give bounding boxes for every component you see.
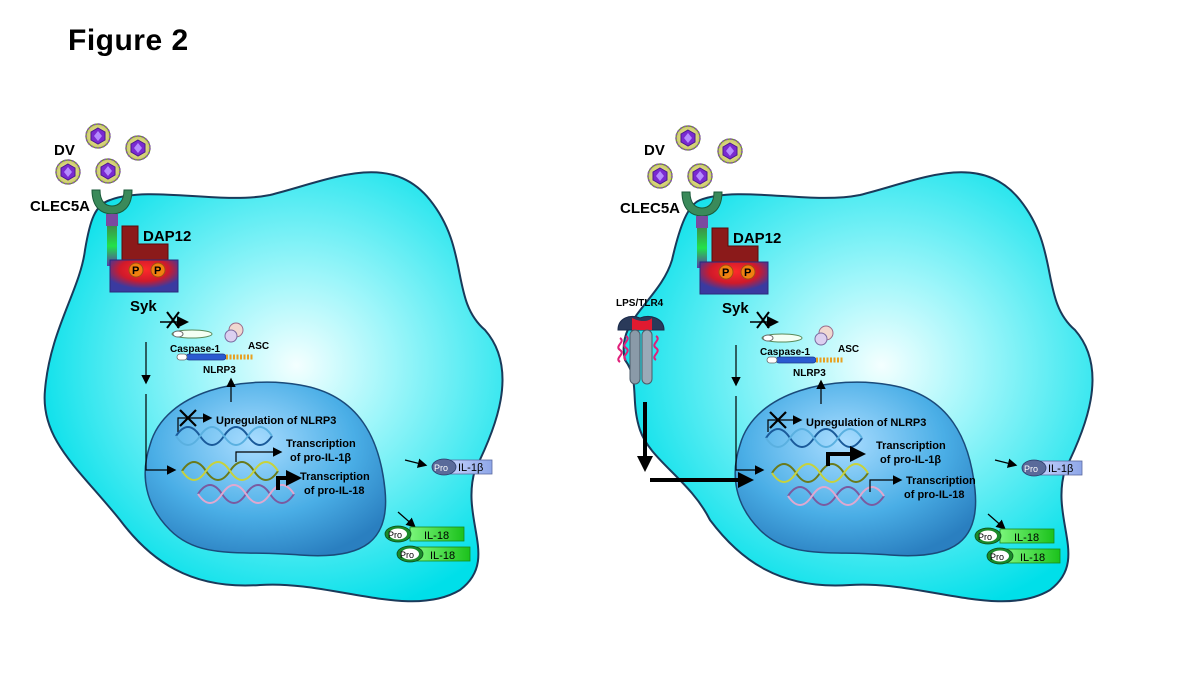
virus-icon xyxy=(125,135,151,161)
virus-label: DV xyxy=(54,142,75,159)
product-arrow xyxy=(987,513,1006,530)
pro-label: Pro xyxy=(990,552,1004,562)
virus-icon xyxy=(687,163,713,189)
upreg-arrow xyxy=(177,413,213,432)
il18-label: IL-18 xyxy=(430,550,455,562)
phospho-icon xyxy=(740,264,756,280)
phospho-label: P xyxy=(132,265,139,277)
receptor-label: CLEC5A xyxy=(620,200,680,217)
transcription-il1b-label: of pro-IL-1β xyxy=(290,452,351,464)
figure-title: Figure 2 xyxy=(68,24,189,57)
pro-label: Pro xyxy=(400,550,414,560)
phospho-label: P xyxy=(744,267,751,279)
phospho-label: P xyxy=(722,267,729,279)
syk-kinase xyxy=(109,259,179,293)
pro-label: Pro xyxy=(434,463,448,473)
nlrp3-label: NLRP3 xyxy=(203,365,236,376)
upreg-label: Upregulation of NLRP3 xyxy=(806,417,926,429)
pro-icon xyxy=(431,458,457,476)
clec5a-receptor xyxy=(681,191,723,217)
nlrp3-label: NLRP3 xyxy=(793,368,826,379)
virus-icon xyxy=(675,125,701,151)
upreg-label: Upregulation of NLRP3 xyxy=(216,415,336,427)
product-arrow xyxy=(994,458,1018,468)
transcription-il18-label: Transcription xyxy=(906,475,976,487)
pro-label: Pro xyxy=(388,530,402,540)
nucleus xyxy=(144,381,387,557)
panel-right: DV CLEC5A DAP12 P P Syk LPS/TLR4 xyxy=(616,125,1094,603)
panel-left: DV CLEC5A DAP12 P P Syk Caspase-1 ASC NL… xyxy=(30,123,504,603)
transcription-arrow-strong xyxy=(276,470,302,490)
asc-label: ASC xyxy=(838,344,859,355)
il18-label: IL-18 xyxy=(1020,552,1045,564)
clec5a-receptor xyxy=(91,189,133,215)
transcription-il1b-label: of pro-IL-1β xyxy=(880,454,941,466)
receptor-neck xyxy=(106,214,118,226)
asc-label: ASC xyxy=(248,341,269,352)
transcription-arrow xyxy=(235,447,283,462)
transcription-il1b-label: Transcription xyxy=(286,438,356,450)
transcription-arrow-strong xyxy=(826,446,866,466)
receptor-label: CLEC5A xyxy=(30,198,90,215)
virus-label: DV xyxy=(644,142,665,159)
syk-kinase xyxy=(699,261,769,295)
il18-label: IL-18 xyxy=(1014,532,1039,544)
pro-label: Pro xyxy=(978,532,992,542)
syk-label: Syk xyxy=(722,300,749,317)
il1b-label: IL-1β xyxy=(458,462,483,474)
block-x-icon xyxy=(179,409,197,427)
il1b-label: IL-1β xyxy=(1048,463,1073,475)
virus-icon xyxy=(717,138,743,164)
pro-label: Pro xyxy=(1024,464,1038,474)
transcription-il1b-label: Transcription xyxy=(876,440,946,452)
caspase1-label: Caspase-1 xyxy=(170,344,220,355)
dap12-label: DAP12 xyxy=(143,228,191,245)
transcription-il18-label: Transcription xyxy=(300,471,370,483)
virus-icon xyxy=(85,123,111,149)
syk-label: Syk xyxy=(130,298,157,315)
phospho-icon xyxy=(718,264,734,280)
virus-icon xyxy=(95,158,121,184)
dap12-label: DAP12 xyxy=(733,230,781,247)
product-arrow xyxy=(397,511,416,528)
tlr4-label: LPS/TLR4 xyxy=(616,298,664,309)
transcription-arrow xyxy=(869,475,903,492)
upreg-arrow xyxy=(767,415,803,432)
transcription-il18-label: of pro-IL-18 xyxy=(304,485,365,497)
block-x-icon xyxy=(166,311,180,329)
phospho-icon xyxy=(150,262,166,278)
virus-icon xyxy=(647,163,673,189)
nucleus xyxy=(734,381,977,557)
block-x-icon xyxy=(756,311,770,329)
block-x-icon xyxy=(769,411,787,429)
product-arrow xyxy=(404,458,428,468)
transcription-il18-label: of pro-IL-18 xyxy=(904,489,965,501)
il18-label: IL-18 xyxy=(424,530,449,542)
nlrp3-icon xyxy=(775,356,817,364)
signal-arrow xyxy=(735,396,765,475)
virus-icon xyxy=(55,159,81,185)
caspase1-label: Caspase-1 xyxy=(760,347,810,358)
pro-icon xyxy=(1021,459,1047,477)
phospho-icon xyxy=(128,262,144,278)
tlr4-receptor xyxy=(617,316,665,385)
receptor-stem xyxy=(107,226,117,266)
phospho-label: P xyxy=(154,265,161,277)
nlrp3-icon xyxy=(185,353,227,361)
signal-arrow xyxy=(145,394,177,475)
receptor-stem xyxy=(697,228,707,268)
receptor-neck xyxy=(696,216,708,228)
